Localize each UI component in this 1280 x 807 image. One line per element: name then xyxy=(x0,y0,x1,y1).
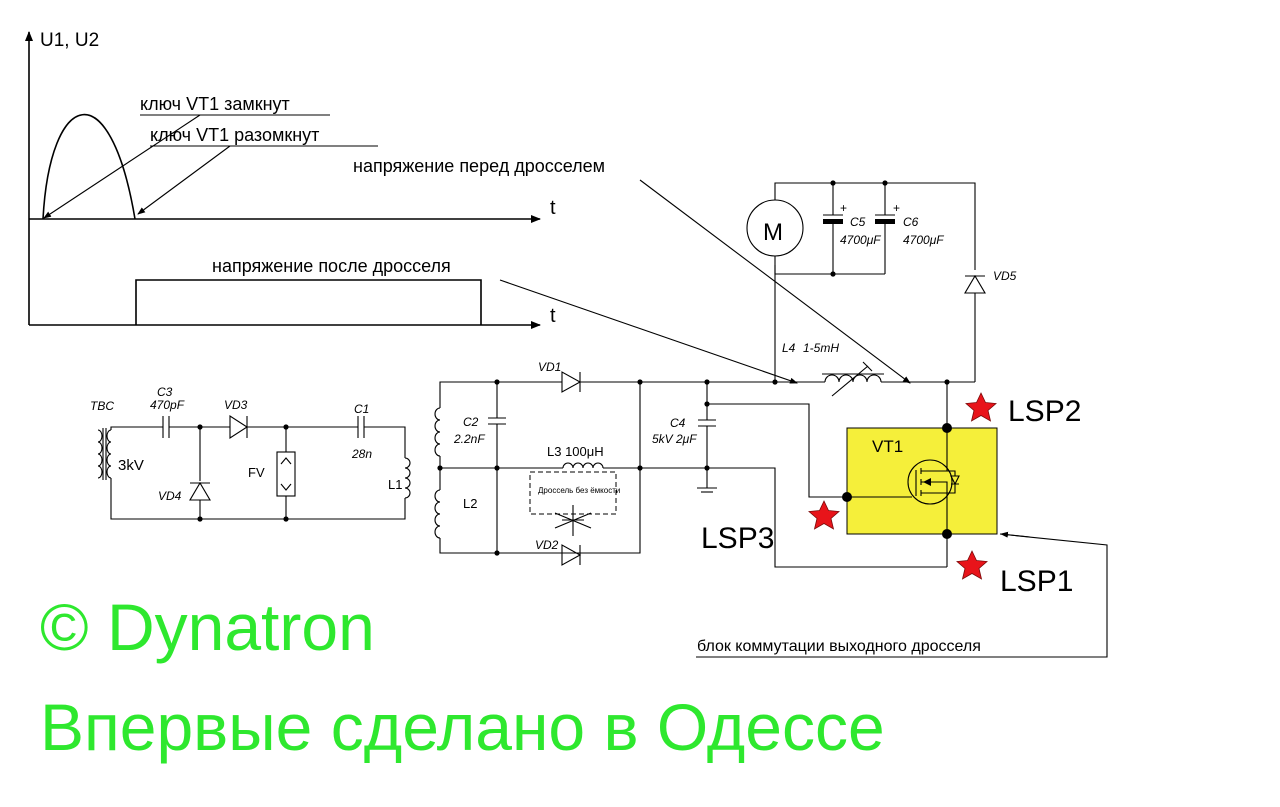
label-c4: C4 xyxy=(670,416,686,430)
watermark-line1: © Dynatron xyxy=(40,590,375,664)
junction xyxy=(830,180,836,186)
label-c2-value: 2.2nF xyxy=(453,432,485,446)
label-l4-value: 1-5mH xyxy=(803,341,839,355)
transformer-primary xyxy=(97,429,103,479)
wire xyxy=(707,403,847,498)
vd4-diode xyxy=(189,481,211,501)
junction xyxy=(283,516,289,522)
lsp3-star xyxy=(808,500,840,530)
arrow-key-closed xyxy=(43,114,201,219)
vd1-diode xyxy=(561,371,582,393)
junction xyxy=(197,424,203,430)
label-l4: L4 xyxy=(782,341,796,355)
label-l3: L3 100μH xyxy=(547,444,604,459)
label-key-closed: ключ VT1 замкнут xyxy=(140,94,290,114)
wire xyxy=(110,478,406,520)
label-fv: FV xyxy=(248,465,265,480)
label-vd4: VD4 xyxy=(158,489,182,503)
label-tbc: TBC xyxy=(90,399,114,413)
arrow-key-open xyxy=(137,145,231,215)
waveform-graph: U1, U2 t t ключ VT1 замкнут ключ VT1 раз… xyxy=(25,30,911,384)
caption-arrow xyxy=(1000,531,1031,538)
lsp2-star xyxy=(965,392,997,422)
caption-leader xyxy=(696,533,1108,658)
l3-coil xyxy=(562,462,604,469)
label-vd5: VD5 xyxy=(993,269,1017,283)
label-3kv: 3kV xyxy=(118,457,144,474)
junction xyxy=(637,465,643,471)
t-label-top: t xyxy=(550,197,556,219)
coil-upper xyxy=(434,407,441,457)
label-vt1: VT1 xyxy=(872,437,903,456)
label-c1-value: 28n xyxy=(351,447,372,461)
label-key-open: ключ VT1 разомкнут xyxy=(150,125,319,145)
junction xyxy=(197,516,203,522)
junction xyxy=(830,271,836,277)
junction xyxy=(882,180,888,186)
lsp1-star xyxy=(956,550,988,580)
label-voltage-after: напряжение после дросселя xyxy=(212,256,451,276)
y-axis-label: U1, U2 xyxy=(40,30,99,51)
caption-text: блок коммутации выходного дросселя xyxy=(697,638,981,655)
wire xyxy=(439,381,497,408)
lsp2-label: LSP2 xyxy=(1008,395,1081,428)
hv-source-section: TBC 3kV C3 470pF VD3 C1 28n L1 VD4 xyxy=(90,385,411,522)
output-section: L4 1-5mH M + C5 4700μF + C6 4700μF VD5 xyxy=(696,180,1108,658)
vd5-diode xyxy=(964,274,986,294)
wire xyxy=(364,426,406,458)
label-c6: C6 xyxy=(903,215,919,229)
c5-plus: + xyxy=(840,201,847,215)
mosfet-symbol xyxy=(847,428,960,534)
wire xyxy=(774,182,976,270)
c6-plus: + xyxy=(893,201,900,215)
label-vd1: VD1 xyxy=(538,360,561,374)
l4-adjust-arrow xyxy=(831,365,869,397)
watermark-line2: Впервые сделано в Одессе xyxy=(40,690,885,764)
label-vd2: VD2 xyxy=(535,538,559,552)
rectifier-section: L2 C2 2.2nF VD1 VD2 L3 100μH Дроссель бе… xyxy=(434,360,717,566)
lsp3-label: LSP3 xyxy=(701,522,774,555)
watermark: © Dynatron Впервые сделано в Одессе xyxy=(40,590,885,764)
label-c4-value: 5kV 2μF xyxy=(652,432,697,446)
label-c5-value: 4700μF xyxy=(840,233,881,247)
l4-coil xyxy=(824,374,882,383)
voltage-after-waveform xyxy=(135,279,482,325)
vd2-diode xyxy=(561,544,582,566)
l2-coil xyxy=(434,489,441,539)
label-vd3: VD3 xyxy=(224,398,248,412)
l1-coil xyxy=(404,457,411,499)
variable-choke-symbol xyxy=(554,505,592,536)
vt1-block xyxy=(846,427,998,535)
wire xyxy=(110,426,163,430)
transformer-secondary xyxy=(106,429,112,479)
label-c2: C2 xyxy=(463,415,479,429)
label-c3-value: 470pF xyxy=(150,398,185,412)
label-choke-note: Дроссель без ёмкости xyxy=(538,486,620,495)
test-points: LSP2 LSP3 LSP1 xyxy=(701,392,1081,598)
label-c6-value: 4700μF xyxy=(903,233,944,247)
label-c3: C3 xyxy=(157,385,173,399)
c5-plate-b xyxy=(823,219,843,224)
lsp1-label: LSP1 xyxy=(1000,565,1073,598)
label-voltage-before: напряжение перед дросселем xyxy=(353,156,605,176)
c6-plate-b xyxy=(875,219,895,224)
motor-label: M xyxy=(763,219,783,246)
junction xyxy=(283,424,289,430)
t-label-bottom: t xyxy=(550,305,556,327)
fv-arrows xyxy=(280,457,292,491)
vd3-diode xyxy=(229,414,249,440)
junction xyxy=(494,550,500,556)
l4-adjust-bar xyxy=(862,361,873,372)
label-l1: L1 xyxy=(388,477,402,492)
wire xyxy=(707,467,947,568)
label-c5: C5 xyxy=(850,215,866,229)
label-l2: L2 xyxy=(463,496,477,511)
arrow-voltage-after xyxy=(499,279,798,384)
voltage-before-waveform xyxy=(42,113,136,220)
label-c1: C1 xyxy=(354,402,369,416)
wire xyxy=(774,256,885,275)
